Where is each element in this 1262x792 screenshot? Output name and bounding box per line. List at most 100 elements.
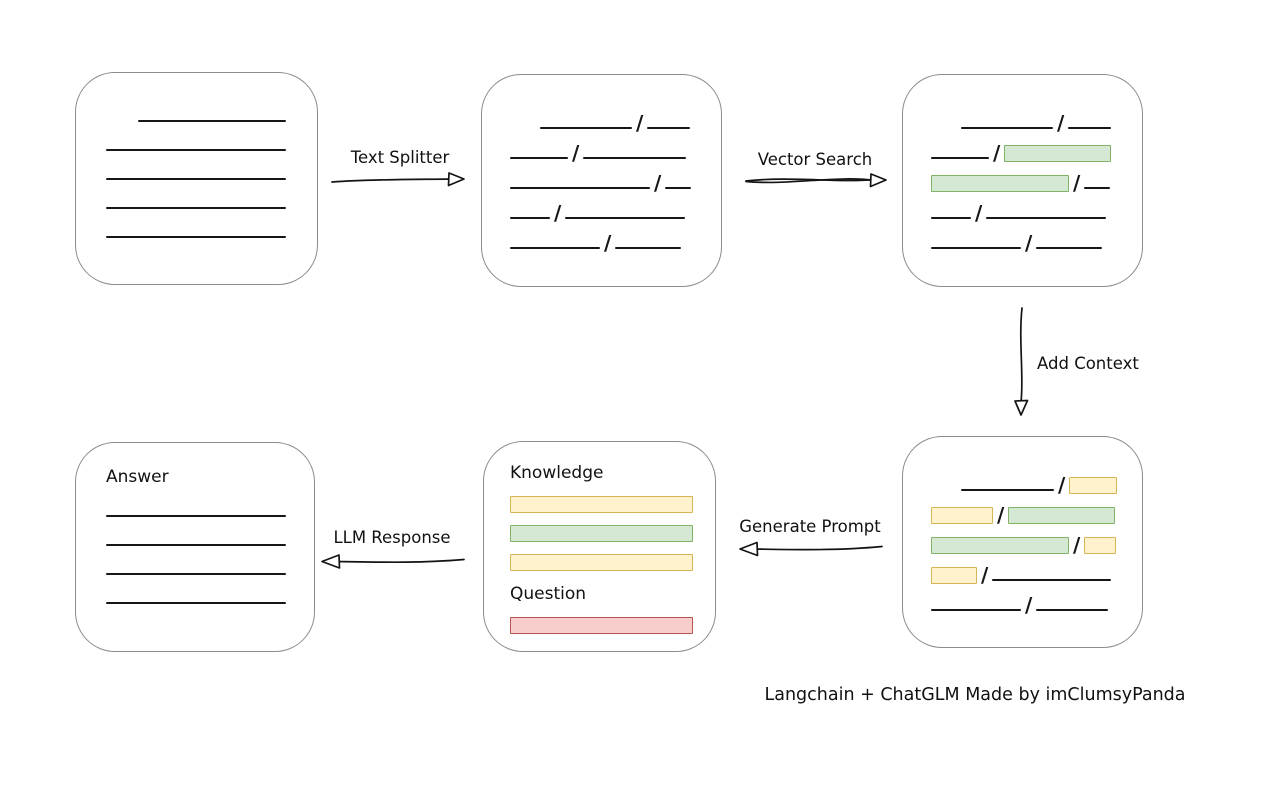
text-line <box>106 149 286 151</box>
box-row: / <box>540 99 721 133</box>
green-highlight-bar <box>931 537 1069 554</box>
box-label: Answer <box>106 467 169 487</box>
text-line <box>510 187 650 189</box>
add-context-label: Add Context <box>1037 354 1139 373</box>
text-line <box>615 247 682 249</box>
slash-separator: / <box>636 111 644 135</box>
generate-prompt-arrow <box>739 541 883 557</box>
text-line <box>1036 609 1109 611</box>
text-line <box>510 217 550 219</box>
text-line <box>647 127 691 129</box>
green-highlight-bar <box>1004 145 1112 162</box>
box-row <box>106 488 314 517</box>
slash-separator: / <box>993 141 1001 165</box>
slash-separator: / <box>997 503 1005 527</box>
box-row: / <box>510 219 721 253</box>
vector-matched-chunks-box: ///// <box>902 74 1143 287</box>
context-chunks-box: / / / / / <box>902 436 1143 648</box>
text-line <box>106 178 286 180</box>
box-row <box>106 209 317 238</box>
slash-separator: / <box>1025 593 1033 617</box>
box-row <box>510 617 715 634</box>
box-row: / <box>931 491 1142 525</box>
text-splitter-arrow <box>331 172 465 187</box>
source-document-box <box>75 72 318 285</box>
box-row: / <box>931 159 1142 193</box>
box-row <box>138 93 317 122</box>
box-row: / <box>510 159 721 193</box>
text-line <box>931 247 1021 249</box>
slash-separator: / <box>1058 473 1066 497</box>
box-row <box>106 517 314 546</box>
slash-separator: / <box>1073 533 1081 557</box>
text-line <box>961 489 1054 491</box>
box-row <box>106 546 314 575</box>
box-row: / <box>961 461 1142 495</box>
split-chunks-box: ///// <box>481 74 722 287</box>
text-line <box>510 157 568 159</box>
box-label: Question <box>510 584 587 604</box>
text-line <box>106 236 286 238</box>
text-line <box>931 217 971 219</box>
box-row: / <box>510 189 721 223</box>
llm-response-label: LLM Response <box>333 528 451 547</box>
text-line <box>138 120 286 122</box>
slash-separator: / <box>554 201 562 225</box>
box-row: / <box>931 521 1142 555</box>
box-row <box>106 151 317 180</box>
yellow-highlight-bar <box>1084 537 1117 554</box>
yellow-highlight-bar <box>1069 477 1118 494</box>
text-line <box>565 217 686 219</box>
box-row <box>106 180 317 209</box>
slash-separator: / <box>654 171 662 195</box>
red-highlight-bar <box>510 617 693 634</box>
box-label: Knowledge <box>510 463 604 483</box>
green-highlight-bar <box>1008 507 1116 524</box>
text-line <box>106 515 286 517</box>
text-line <box>931 157 989 159</box>
text-line <box>931 609 1021 611</box>
text-splitter-label: Text Splitter <box>350 148 450 167</box>
box-row: Question <box>510 583 715 605</box>
yellow-highlight-bar <box>510 496 693 513</box>
box-row <box>510 496 715 513</box>
box-row <box>510 525 715 542</box>
slash-separator: / <box>604 231 612 255</box>
box-row: / <box>931 581 1142 615</box>
yellow-highlight-bar <box>931 567 977 584</box>
text-line <box>106 573 286 575</box>
text-line <box>1068 127 1112 129</box>
box-row <box>106 575 314 604</box>
box-row <box>510 554 715 571</box>
text-line <box>992 579 1112 581</box>
box-row: / <box>931 189 1142 223</box>
yellow-highlight-bar <box>510 554 693 571</box>
box-row: / <box>931 219 1142 253</box>
box-row: / <box>931 129 1142 163</box>
box-row <box>106 122 317 151</box>
box-row: / <box>931 551 1142 585</box>
text-line <box>106 207 286 209</box>
slash-separator: / <box>975 201 983 225</box>
text-line <box>510 247 600 249</box>
box-row: / <box>510 129 721 163</box>
yellow-highlight-bar <box>931 507 993 524</box>
text-line <box>583 157 687 159</box>
text-line <box>106 544 286 546</box>
text-line <box>1084 187 1111 189</box>
slash-separator: / <box>981 563 989 587</box>
generate-prompt-label: Generate Prompt <box>739 517 881 536</box>
vector-search-arrow <box>745 173 887 188</box>
text-line <box>106 602 286 604</box>
slash-separator: / <box>1057 111 1065 135</box>
add-context-arrow <box>1014 307 1029 416</box>
green-highlight-bar <box>510 525 693 542</box>
green-highlight-bar <box>931 175 1069 192</box>
vector-search-label: Vector Search <box>757 150 873 169</box>
llm-response-arrow <box>321 554 465 569</box>
answer-box: Answer <box>75 442 315 652</box>
box-row: Knowledge <box>510 462 715 484</box>
slash-separator: / <box>1073 171 1081 195</box>
text-line <box>540 127 632 129</box>
